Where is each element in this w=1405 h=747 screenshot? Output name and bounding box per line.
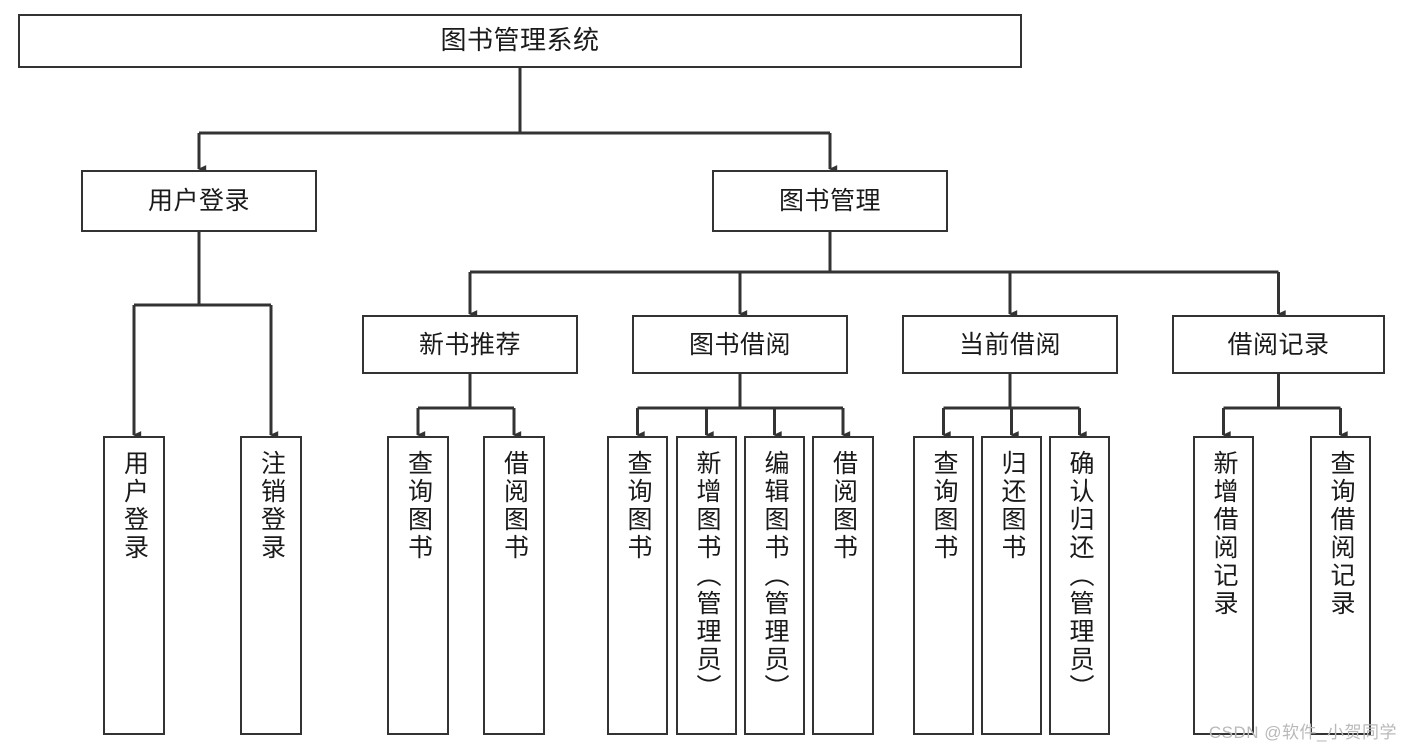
node-label: 查询借阅记录 — [1327, 450, 1355, 618]
node-label: 借阅图书 — [500, 450, 529, 562]
node-label: 当前借阅 — [958, 330, 1061, 359]
node-leaf-新增借阅记录[interactable]: 新增借阅记录 — [1193, 436, 1254, 735]
node-label: 查询图书 — [404, 450, 433, 562]
node-leaf-查询图书[interactable]: 查询图书 — [607, 436, 668, 735]
node-label: 新书推荐 — [418, 330, 521, 359]
node-leaf-新增图书管理员[interactable]: 新增图书（管理员） — [676, 436, 737, 735]
node-label: 查询图书 — [930, 450, 958, 562]
node-branch-图书借阅[interactable]: 图书借阅 — [632, 315, 848, 374]
node-label: 注销登录 — [257, 450, 286, 562]
node-branch-新书推荐[interactable]: 新书推荐 — [362, 315, 578, 374]
csdn-watermark: CSDN @软件_小贺同学 — [1208, 723, 1397, 742]
node-branch-用户登录[interactable]: 用户登录 — [81, 170, 317, 232]
node-label: 归还图书 — [998, 450, 1026, 562]
node-label: 借阅图书 — [829, 450, 858, 562]
node-label: 查询图书 — [624, 450, 652, 562]
node-root-图书管理系统[interactable]: 图书管理系统 — [18, 14, 1022, 68]
node-branch-当前借阅[interactable]: 当前借阅 — [902, 315, 1118, 374]
node-label: 借阅记录 — [1227, 330, 1330, 359]
node-leaf-注销登录[interactable]: 注销登录 — [240, 436, 302, 735]
node-leaf-用户登录[interactable]: 用户登录 — [103, 436, 165, 735]
node-leaf-借阅图书[interactable]: 借阅图书 — [483, 436, 545, 735]
node-label: 图书管理系统 — [440, 25, 600, 56]
node-leaf-查询图书[interactable]: 查询图书 — [913, 436, 974, 735]
node-leaf-编辑图书管理员[interactable]: 编辑图书（管理员） — [744, 436, 805, 735]
node-leaf-查询图书[interactable]: 查询图书 — [387, 436, 449, 735]
node-label: 图书借阅 — [688, 330, 791, 359]
node-label: 编辑图书（管理员） — [761, 450, 789, 702]
node-leaf-确认归还管理员[interactable]: 确认归还（管理员） — [1049, 436, 1110, 735]
node-leaf-归还图书[interactable]: 归还图书 — [981, 436, 1042, 735]
node-label: 确认归还（管理员） — [1066, 450, 1094, 702]
node-leaf-借阅图书[interactable]: 借阅图书 — [812, 436, 874, 735]
node-label: 用户登录 — [147, 187, 250, 215]
node-label: 新增借阅记录 — [1210, 450, 1238, 618]
node-leaf-查询借阅记录[interactable]: 查询借阅记录 — [1310, 436, 1371, 735]
node-label: 用户登录 — [120, 450, 149, 562]
node-label: 图书管理 — [778, 187, 881, 215]
node-label: 新增图书（管理员） — [693, 450, 721, 702]
node-branch-借阅记录[interactable]: 借阅记录 — [1172, 315, 1385, 374]
node-branch-图书管理[interactable]: 图书管理 — [712, 170, 948, 232]
